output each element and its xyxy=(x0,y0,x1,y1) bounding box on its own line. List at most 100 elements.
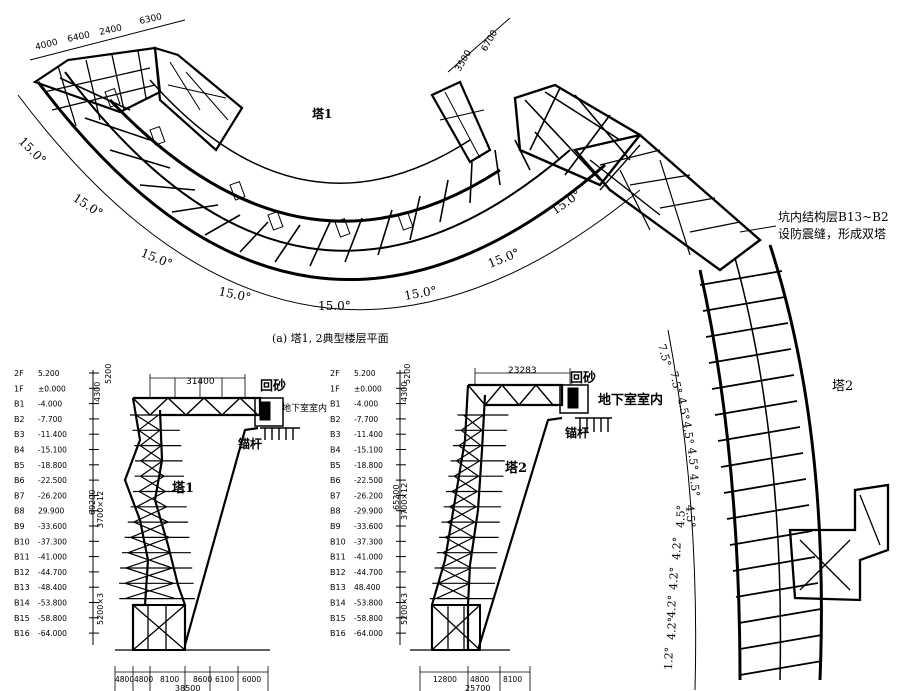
plan-radial-line xyxy=(469,161,473,204)
note-line-2: 设防震缝，形成双塔 xyxy=(778,226,886,241)
level-name: B2 xyxy=(14,415,25,424)
plan-opening xyxy=(334,217,351,238)
plan-radial-line xyxy=(439,179,449,223)
bottom-dim-label: 4800 xyxy=(470,675,489,684)
level-elevation: -41.000 xyxy=(354,553,383,562)
section1-tower-label: 塔1 xyxy=(172,480,194,496)
section1-dim-ticks xyxy=(89,372,99,634)
level-name: B13 xyxy=(330,583,346,592)
plan-radial-line xyxy=(409,195,421,241)
level-elevation: 5.200 xyxy=(38,369,60,378)
level-elevation: -15.100 xyxy=(38,446,67,455)
section2-vdim-5: 5200×3 xyxy=(400,593,409,625)
section2-tower-label: 塔2 xyxy=(505,460,527,476)
left-wing-grid xyxy=(43,50,156,127)
section1-vdim-3: 3700×12 xyxy=(96,491,105,528)
section1-excavation-wall xyxy=(183,426,259,646)
level-name: B4 xyxy=(330,446,341,455)
section2-backfill-block xyxy=(559,384,589,414)
plan-opening xyxy=(149,125,166,146)
floor-plan xyxy=(17,17,890,691)
level-name: B7 xyxy=(14,491,25,500)
plan-radial-line xyxy=(239,221,269,253)
plan-radial-line xyxy=(109,149,171,169)
tower2-cross-line xyxy=(723,478,807,494)
level-name: B12 xyxy=(14,568,30,577)
section2-top-truss xyxy=(467,383,554,407)
section1-vdim-2: 4300 xyxy=(93,382,102,402)
level-name: B9 xyxy=(14,522,25,531)
plan-opening xyxy=(104,87,121,108)
plan-dim-2: 6400 xyxy=(67,30,92,45)
plan-opening xyxy=(267,210,284,231)
top-dim-line-right xyxy=(447,17,511,73)
tower2-cross-line xyxy=(726,504,810,520)
angle-label-tower2: 4.2° xyxy=(665,595,679,618)
core-block-mid xyxy=(430,80,492,164)
section2-vdim-3: 3700×12 xyxy=(400,483,409,520)
section1-base-bracing xyxy=(132,604,186,651)
level-name: 1F xyxy=(14,384,24,393)
level-name: B13 xyxy=(14,583,30,592)
section2-bottom-total: 25700 xyxy=(465,684,490,691)
level-name: B15 xyxy=(330,614,346,623)
plan-radial-line xyxy=(171,204,219,213)
level-name: 2F xyxy=(14,369,24,378)
level-name: B9 xyxy=(330,522,341,531)
angle-label-tower2: 4.5° xyxy=(685,447,700,471)
section1-basement-box xyxy=(259,401,271,421)
section1-bottom-total: 38500 xyxy=(175,684,200,691)
level-elevation: -33.600 xyxy=(38,522,67,531)
level-name: B6 xyxy=(14,476,25,485)
level-elevation: -58.800 xyxy=(38,614,67,623)
angle-label-outer: 15.0° xyxy=(139,246,175,271)
top-dim-line-left xyxy=(29,19,186,61)
section1-backfill-block xyxy=(254,397,284,427)
level-elevation: -7.700 xyxy=(38,415,62,424)
tower2-inner-edge xyxy=(768,244,823,681)
plan-radial-line xyxy=(139,184,196,191)
joint-zone-outline xyxy=(513,83,642,187)
section1-left-column xyxy=(123,397,150,650)
tower2-cross-line xyxy=(738,608,822,624)
tower2-cross-line xyxy=(702,296,786,312)
level-name: B2 xyxy=(330,415,341,424)
plan-radial-line xyxy=(494,149,501,186)
plan-opening xyxy=(397,210,414,231)
bottom-dim-label: 8600 xyxy=(193,675,212,684)
level-elevation: -53.800 xyxy=(354,599,383,608)
level-name: B15 xyxy=(14,614,30,623)
tower2-appendage-bracing xyxy=(799,494,881,591)
level-elevation: -26.200 xyxy=(354,491,383,500)
note-line-1: 坑内结构层B13~B2 xyxy=(778,209,889,224)
section2-top-dim-label: 23283 xyxy=(508,366,537,376)
plan-radial-line xyxy=(344,217,363,263)
level-name: B11 xyxy=(14,553,30,562)
section2-vdim-1: 5200 xyxy=(403,364,412,384)
section2-backfill-label: 回砂 xyxy=(570,370,596,386)
plan-dim-5: 3500 xyxy=(454,48,474,73)
angle-label-outer: 15.0° xyxy=(486,246,522,271)
level-name: B10 xyxy=(330,537,346,546)
plan-radial-line xyxy=(534,131,561,161)
level-elevation: 48.400 xyxy=(354,583,380,592)
angle-dim-arc-outer xyxy=(17,94,641,311)
level-elevation: -64.000 xyxy=(38,629,67,638)
level-elevation: -48.400 xyxy=(38,583,67,592)
tower2-cross-line xyxy=(699,270,783,286)
angle-label-tower2: 7.5° xyxy=(667,370,684,395)
level-name: B16 xyxy=(330,629,346,638)
section2-bottom-dim xyxy=(419,666,531,691)
section1-vdim-5: 5200×3 xyxy=(96,593,105,625)
level-name: 1F xyxy=(330,384,340,393)
plan-caption: (a) 塔1, 2典型楼层平面 xyxy=(272,331,389,345)
level-elevation: 5.200 xyxy=(354,369,376,378)
core-block-left-detail xyxy=(167,61,229,121)
level-name: 2F xyxy=(330,369,340,378)
level-elevation: -29.900 xyxy=(354,507,383,516)
level-elevation: -33.600 xyxy=(354,522,383,531)
level-name: B11 xyxy=(330,553,346,562)
level-name: B8 xyxy=(330,507,341,516)
plan-dim-1: 4000 xyxy=(34,38,59,53)
